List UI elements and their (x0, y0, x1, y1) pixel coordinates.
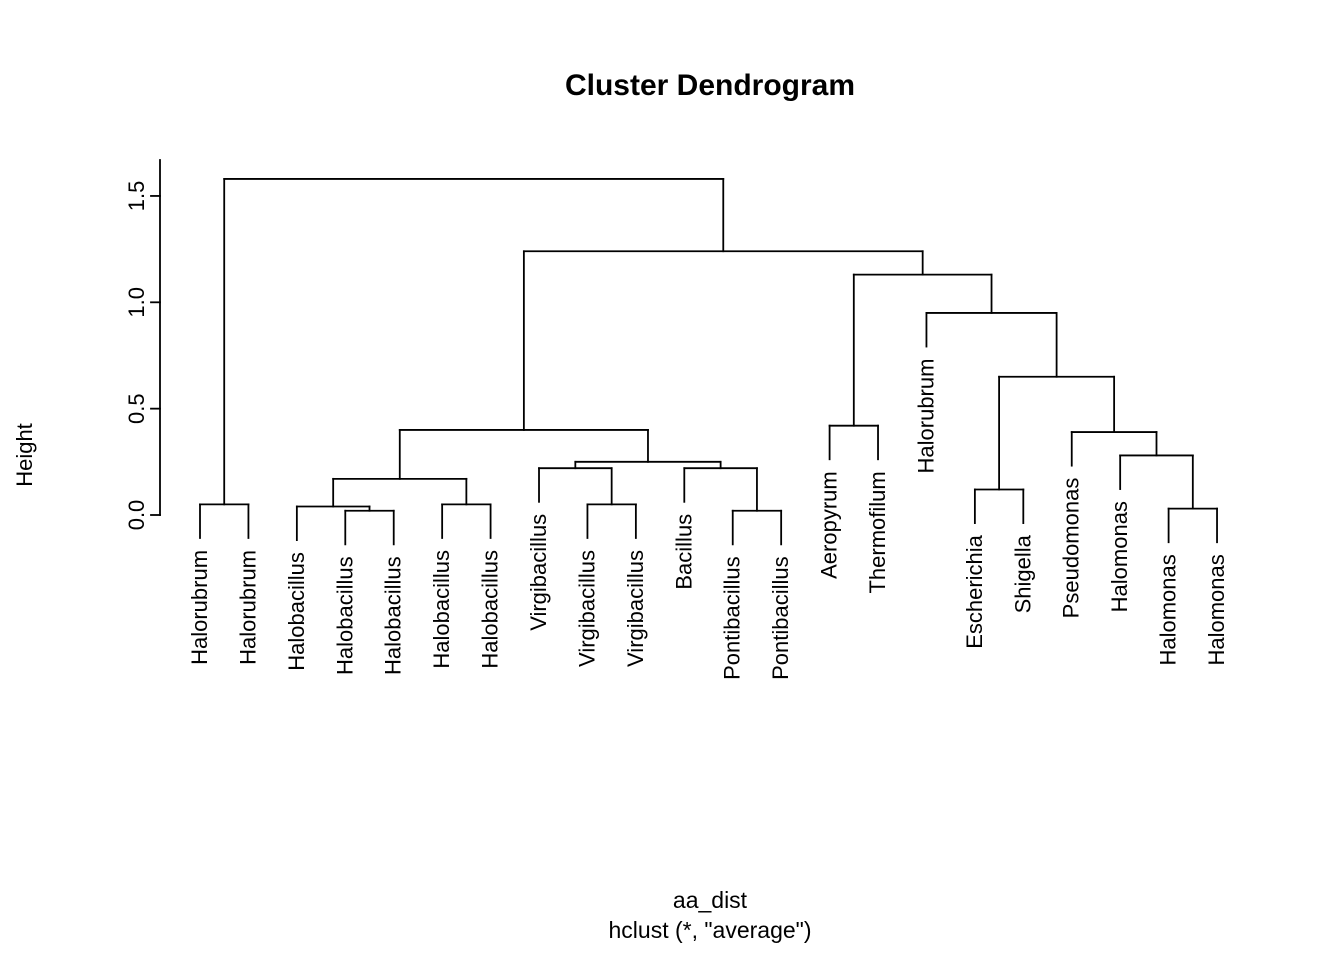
leaf-label: Halorubrum (913, 359, 938, 474)
leaf-label: Virgibacillus (623, 550, 648, 667)
leaf-label: Pontibacillus (768, 556, 793, 680)
leaf-label: Halorubrum (187, 550, 212, 665)
y-axis-tick-label: 0.0 (124, 500, 149, 531)
leaf-label: Escherichia (962, 534, 987, 648)
leaf-label: Aeropyrum (817, 471, 842, 579)
leaf-label: Halorubrum (235, 550, 260, 665)
leaf-label: Shigella (1010, 534, 1035, 613)
leaf-label: Halomonas (1204, 554, 1229, 665)
leaf-label: Halobacillus (381, 556, 406, 675)
y-axis-label: Height (12, 423, 37, 487)
leaf-label: Halobacillus (478, 550, 503, 669)
y-axis-tick-label: 0.5 (124, 393, 149, 424)
leaf-label: Virgibacillus (574, 550, 599, 667)
leaf-label: Halobacillus (332, 556, 357, 675)
leaf-label: Thermofilum (865, 471, 890, 593)
x-axis-caption-line1: aa_dist (673, 887, 748, 913)
x-axis-caption-line2: hclust (*, "average") (609, 917, 812, 943)
leaf-label: Halomonas (1156, 554, 1181, 665)
leaf-label: Bacillus (671, 514, 696, 590)
leaf-label: Halobacillus (429, 550, 454, 669)
chart-title: Cluster Dendrogram (565, 69, 855, 102)
y-axis-tick-label: 1.5 (124, 181, 149, 212)
leaf-label: Pseudomonas (1059, 478, 1084, 619)
leaf-label: Halomonas (1107, 501, 1132, 612)
y-axis-tick-label: 1.0 (124, 287, 149, 318)
y-axis: 0.0 0.5 1.0 1.5 (124, 159, 161, 531)
leaf-label: Virgibacillus (526, 514, 551, 631)
leaf-label: Pontibacillus (720, 556, 745, 680)
dendrogram-tree (199, 178, 1218, 546)
leaf-label: Halobacillus (284, 552, 309, 671)
